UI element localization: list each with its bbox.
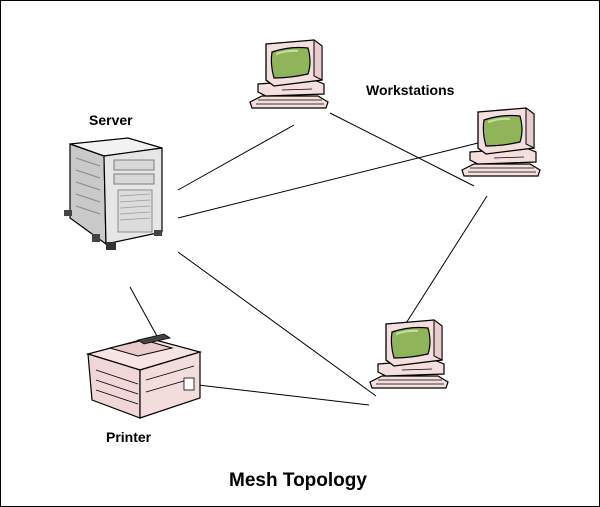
printer-label: Printer: [106, 429, 152, 445]
workstation-right-icon: [461, 107, 541, 177]
workstations-label: Workstations: [366, 82, 455, 98]
link-server-workstation-bottom: [177, 251, 377, 397]
link-server-workstation-top: [177, 124, 295, 191]
workstation-top-icon: [249, 39, 329, 109]
workstation-bottom-icon: [369, 319, 449, 389]
connection-lines: [129, 112, 488, 406]
link-printer-workstation-bottom: [197, 384, 370, 406]
laser-printer-icon: [85, 333, 203, 419]
server-label: Server: [89, 112, 133, 128]
link-server-workstation-right: [177, 142, 479, 219]
link-workstation-top-right: [329, 112, 475, 187]
diagram-title: Mesh Topology: [229, 470, 367, 491]
link-server-printer: [129, 286, 159, 339]
link-workstation-right-bottom: [402, 195, 488, 329]
server-tower-icon: [64, 137, 163, 250]
